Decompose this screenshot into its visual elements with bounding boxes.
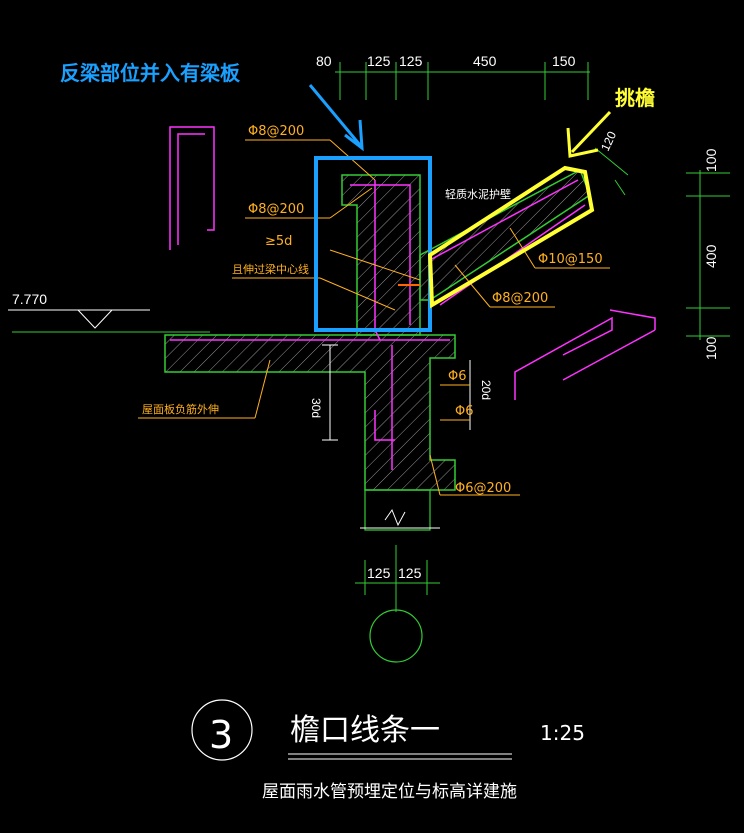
blue-arrow [308, 84, 364, 152]
lap-30d: 30d [309, 398, 323, 418]
rebar-eave-main: Φ10@150 [538, 252, 603, 267]
detail-number-circle [191, 699, 253, 761]
lap-dimension [322, 344, 471, 441]
dim-right-100b: 100 [703, 336, 719, 360]
right-dimension-line [686, 170, 730, 340]
dim-top-125a: 125 [367, 53, 391, 69]
dim-right-400: 400 [703, 244, 719, 268]
concrete-section [164, 168, 591, 531]
dim-top-125b: 125 [399, 53, 423, 69]
dim-top-450: 450 [473, 53, 497, 69]
slope-dim-lines [594, 147, 629, 196]
rebar-phi6-a: Φ6 [448, 369, 467, 384]
dim-top-150: 150 [552, 53, 576, 69]
bottom-dimension-line [355, 508, 440, 612]
eave-callout: 挑檐 [615, 86, 655, 110]
detail-scale: 1:25 [540, 721, 585, 745]
upturned-beam-highlight [314, 156, 432, 332]
detail-title: 檐口线条一 [290, 713, 440, 748]
anchor-length: ≥5d [265, 234, 292, 249]
dim-bottom-125a: 125 [367, 565, 391, 581]
detail-subtitle: 屋面雨水管预埋定位与标高详建施 [262, 782, 517, 802]
rebar-phi6-c: Φ6@200 [455, 481, 511, 496]
dim-right-100a: 100 [703, 148, 719, 172]
elevation-value: 7.770 [12, 291, 47, 307]
axis-circle [369, 609, 423, 663]
rebar-lines [170, 179, 586, 470]
top-dimension-line [335, 62, 590, 100]
eave-highlight [427, 165, 595, 309]
detail-number: 3 [209, 713, 233, 757]
wall-lines [169, 126, 656, 400]
yellow-arrow [566, 110, 612, 158]
slope-dim: 120 [598, 129, 619, 153]
rebar-top-b: Φ8@200 [248, 202, 304, 217]
rebar-phi6-b: Φ6 [455, 404, 474, 419]
rebar-eave-dist: Φ8@200 [492, 291, 548, 306]
elevation-mark [8, 309, 210, 333]
upturned-beam-callout: 反梁部位并入有梁板 [60, 61, 241, 85]
rebar-top-a: Φ8@200 [248, 124, 304, 139]
slab-rebar-note: 屋面板负筋外伸 [142, 402, 219, 416]
anchor-note: 且伸过梁中心线 [232, 262, 309, 276]
dim-top-80: 80 [316, 53, 332, 69]
mortar-note: 轻质水泥护壁 [445, 187, 511, 201]
dim-bottom-125b: 125 [398, 565, 422, 581]
lap-20d: 20d [479, 380, 493, 400]
